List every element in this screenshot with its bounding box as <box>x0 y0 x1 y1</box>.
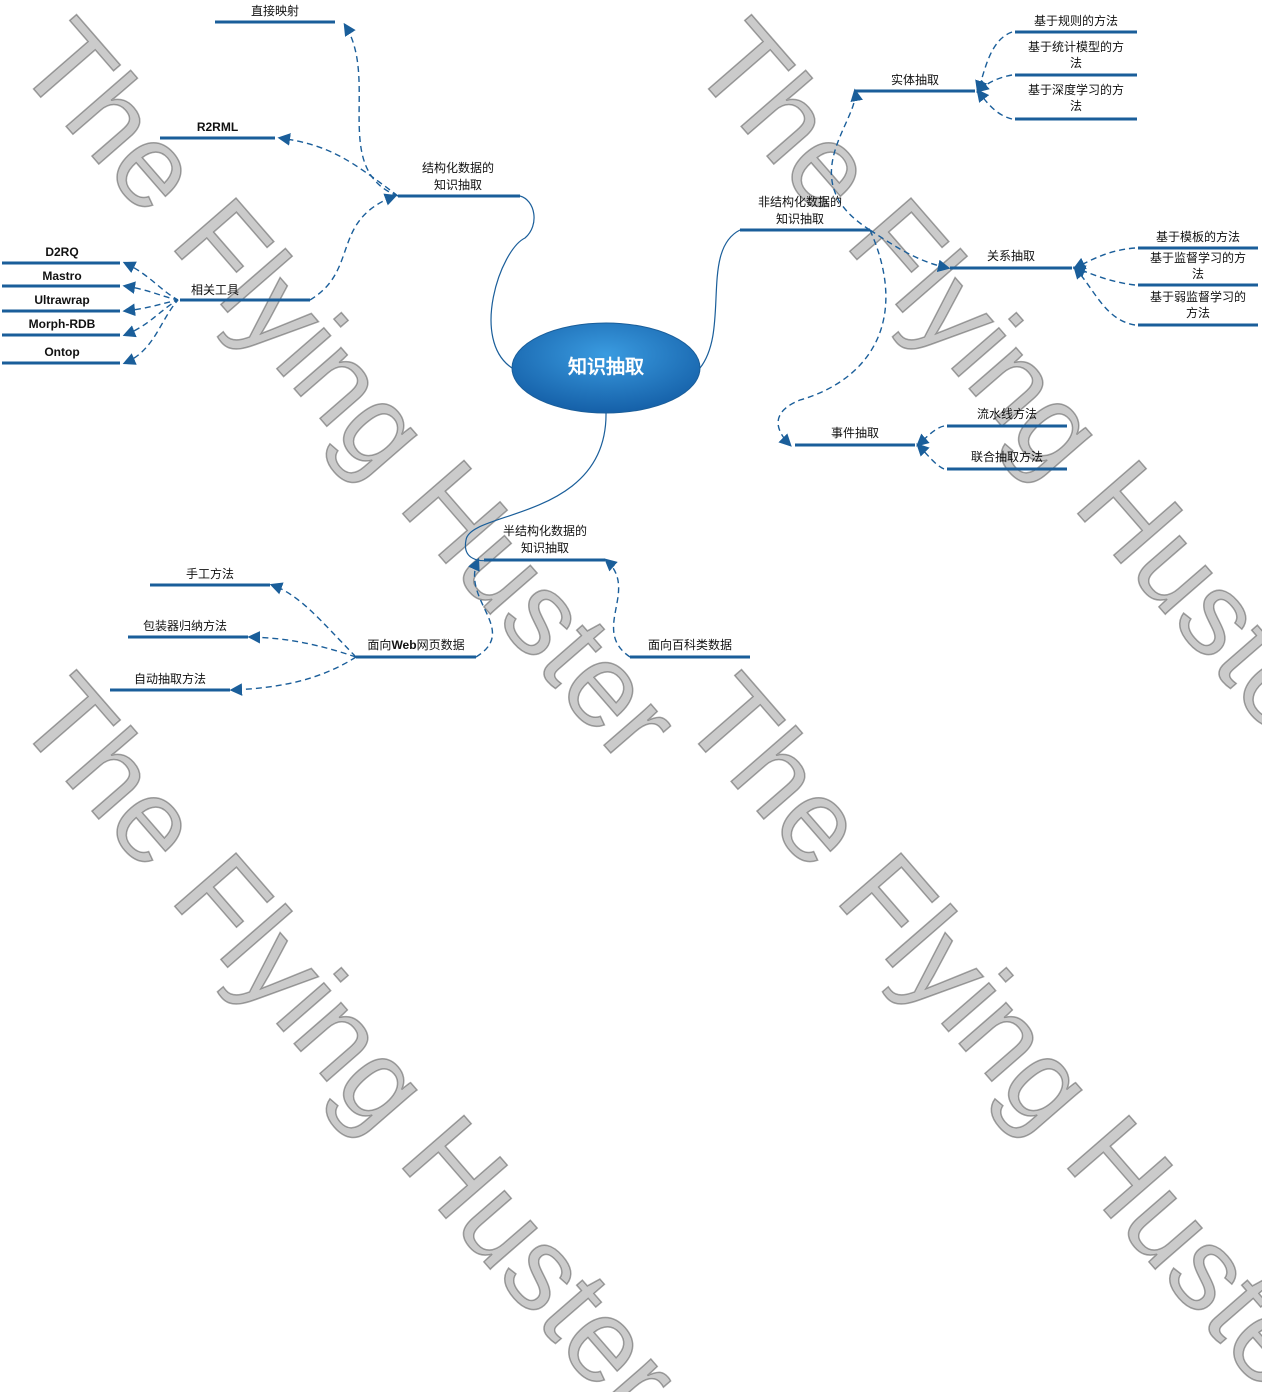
relation-method-line1: 基于模板的方法 <box>1155 230 1240 244</box>
entity-method-line1: 基于规则的方法 <box>1033 14 1118 28</box>
unstructured-label: 非结构化数据的 知识抽取 <box>740 194 860 228</box>
connector-structured <box>490 195 535 369</box>
tool-item: Ontop <box>44 345 80 359</box>
relation-label: 关系抽取 <box>986 249 1035 263</box>
link-tool-1 <box>122 261 179 301</box>
entity-method-line2: 法 <box>1069 56 1082 70</box>
node-underlines <box>2 20 1258 692</box>
link-direct-mapping <box>343 22 399 197</box>
web-label: 面向Web网页数据 <box>356 637 476 654</box>
relation-method: 基于模板的方法 <box>1138 229 1258 246</box>
link-tool-3 <box>122 299 179 317</box>
link-relation-m2 <box>1072 265 1136 286</box>
mind-map <box>2 20 1258 696</box>
connector-unstructured <box>699 229 741 369</box>
relation-method-line2: 法 <box>1191 267 1204 281</box>
structured-label: 结构化数据的 知识抽取 <box>398 160 518 194</box>
link-entity <box>830 88 871 231</box>
relation-method-line1: 基于弱监督学习的 <box>1149 290 1246 304</box>
link-tools <box>309 193 398 301</box>
entity-method-line1: 基于统计模型的方 <box>1027 40 1124 54</box>
unstructured-label-line2: 知识抽取 <box>775 212 824 226</box>
tool-item: Mastro <box>42 269 82 283</box>
link-tool-4 <box>122 299 179 338</box>
entity-method: 基于规则的方法 <box>1015 13 1137 30</box>
link-event-m1 <box>916 425 945 447</box>
event-label: 事件抽取 <box>830 426 879 440</box>
tool-item: Ultrawrap <box>34 293 90 307</box>
direct-mapping-label: 直接映射 <box>250 4 299 18</box>
web-method: 包装器归纳方法 <box>142 619 227 633</box>
link-web-m2 <box>247 630 357 658</box>
link-r2rml <box>277 133 399 197</box>
link-web-m3 <box>229 656 357 696</box>
web-method: 自动抽取方法 <box>133 672 206 686</box>
relation-method-line1: 基于监督学习的方 <box>1149 251 1246 265</box>
link-event-m2 <box>916 443 945 470</box>
link-tool-5 <box>122 299 179 365</box>
tool-item: D2RQ <box>45 245 79 259</box>
entity-label: 实体抽取 <box>890 73 939 87</box>
tools-label: 相关工具 <box>190 283 239 297</box>
semi-label-line1: 半结构化数据的 <box>502 524 587 538</box>
semi-label-line2: 知识抽取 <box>520 541 569 555</box>
unstructured-label-line1: 非结构化数据的 <box>757 195 842 209</box>
entity-method-line1: 基于深度学习的方 <box>1027 83 1124 97</box>
dashed-connectors <box>122 22 1136 696</box>
structured-label-line1: 结构化数据的 <box>421 161 494 175</box>
event-method: 联合抽取方法 <box>970 450 1043 464</box>
entity-method-line2: 法 <box>1069 99 1082 113</box>
web-method: 手工方法 <box>185 567 234 581</box>
link-entity-m1 <box>975 31 1013 94</box>
entity-method: 基于深度学习的方 法 <box>1015 82 1137 114</box>
relation-method-line2: 方法 <box>1185 306 1210 320</box>
r2rml-label: R2RML <box>196 120 239 134</box>
link-web-m1 <box>269 582 357 658</box>
event-method: 流水线方法 <box>976 407 1037 421</box>
web-label-web: Web <box>391 638 417 652</box>
tool-item: Morph-RDB <box>28 317 96 331</box>
web-label-prefix: 面向 <box>367 638 392 652</box>
web-label-suffix: 网页数据 <box>416 638 465 652</box>
link-web <box>468 557 494 658</box>
relation-method: 基于弱监督学习的 方法 <box>1138 289 1258 321</box>
link-relation-m1 <box>1072 247 1136 270</box>
center-node-label: 知识抽取 <box>567 356 644 378</box>
structured-label-line2: 知识抽取 <box>433 178 482 192</box>
center-node <box>511 322 701 414</box>
link-event <box>777 229 887 447</box>
semi-label: 半结构化数据的 知识抽取 <box>484 523 606 557</box>
watermark-text-3: The Flying Huster <box>0 651 705 1392</box>
entity-method: 基于统计模型的方 法 <box>1015 39 1137 71</box>
link-entity-m3 <box>976 89 1013 120</box>
link-entity-m2 <box>976 74 1013 93</box>
encyclopedia-label: 面向百科类数据 <box>647 638 732 652</box>
link-relation <box>869 229 951 273</box>
relation-method: 基于监督学习的方 法 <box>1138 250 1258 282</box>
link-encyclopedia <box>604 558 631 658</box>
link-relation-m3 <box>1073 266 1136 326</box>
watermark-text-4: The Flying Huster <box>658 651 1262 1392</box>
link-tool-2 <box>122 281 179 301</box>
